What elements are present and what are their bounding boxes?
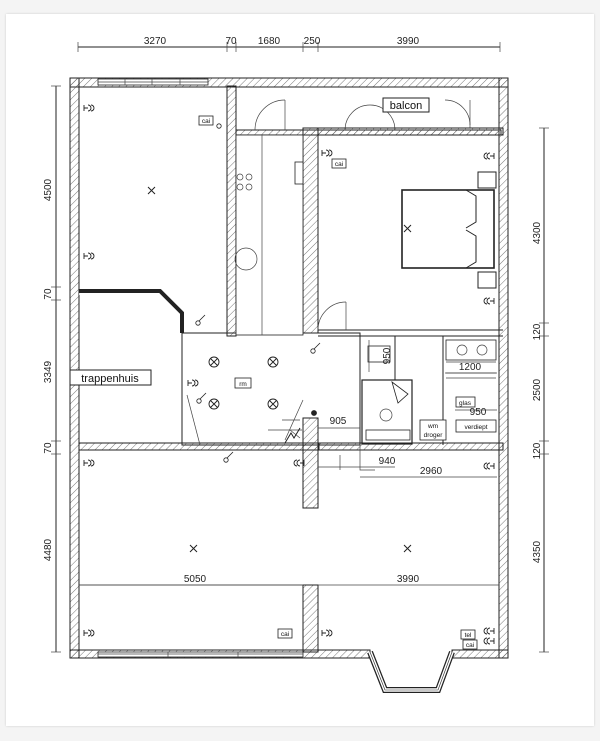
dim-top-1: 3270 (144, 36, 167, 47)
cai-box-1 (198, 115, 214, 126)
verdiept-label: verdiept (464, 424, 487, 431)
glas-box (455, 396, 476, 408)
dim-top-5: 3990 (397, 36, 420, 47)
dim-950-vertical: 950 (382, 347, 393, 364)
droger-label: droger (424, 432, 444, 439)
wm-label: wm (427, 423, 438, 430)
dim-905: 905 (330, 416, 347, 427)
cai-box-4 (462, 639, 478, 650)
dim-3990-inner: 3990 (397, 574, 420, 585)
interior-walls (78, 85, 504, 653)
rm-box (234, 377, 252, 389)
dim-top-4: 250 (304, 36, 321, 47)
light-fixtures (208, 356, 279, 410)
dim-940: 940 (379, 456, 396, 467)
trappenhuis-label: trappenhuis (81, 373, 139, 385)
switch-symbols (195, 123, 321, 463)
rm-label: rm (239, 381, 247, 388)
verdiept-box (455, 419, 497, 433)
balcon-label: balcon (390, 100, 422, 112)
dim-2960: 2960 (420, 466, 443, 477)
dim-right-5: 4350 (532, 540, 543, 563)
ceiling-marks (147, 186, 412, 553)
dim-left-1: 4500 (43, 178, 54, 201)
cai-label-3: cai (281, 631, 289, 638)
right-dimension-line (539, 127, 549, 653)
cai-label-4: cai (466, 642, 474, 649)
dim-top-3: 1680 (258, 36, 281, 47)
dim-right-4: 120 (532, 442, 543, 459)
dim-950-horizontal: 950 (470, 407, 487, 418)
bay-window (367, 650, 455, 693)
kitchen-unit (234, 134, 304, 336)
dim-left-5: 4480 (43, 538, 54, 561)
outlet-symbols (83, 104, 495, 645)
cai-label-1: cai (202, 118, 210, 125)
cai-box-3 (277, 628, 293, 639)
droger-box (419, 419, 447, 441)
dim-left-3: 3349 (43, 360, 54, 383)
bathroom-fixtures (365, 339, 497, 441)
glas-label: glas (459, 400, 472, 407)
dim-right-1: 4300 (532, 221, 543, 244)
dim-top-2: 70 (225, 36, 237, 47)
left-dimension-line (51, 85, 61, 653)
top-dimension-line (77, 42, 501, 52)
tel-label: tel (465, 632, 472, 639)
inner-dimension-lines (79, 340, 497, 586)
dim-right-3: 2500 (532, 378, 543, 401)
trappenhuis-box (69, 369, 152, 386)
cai-box-2 (331, 158, 347, 169)
dim-1200: 1200 (459, 362, 482, 373)
bottom-windows (97, 651, 304, 658)
top-windows (97, 78, 209, 86)
hall-doors (186, 301, 375, 471)
dim-left-2: 70 (43, 288, 54, 300)
dim-right-2: 120 (532, 323, 543, 340)
bed (401, 171, 497, 289)
dim-left-4: 70 (43, 442, 54, 454)
tel-box (460, 629, 476, 640)
dim-5050: 5050 (184, 574, 207, 585)
balcon-label-box (382, 97, 430, 113)
cai-label-2: cai (335, 161, 343, 168)
